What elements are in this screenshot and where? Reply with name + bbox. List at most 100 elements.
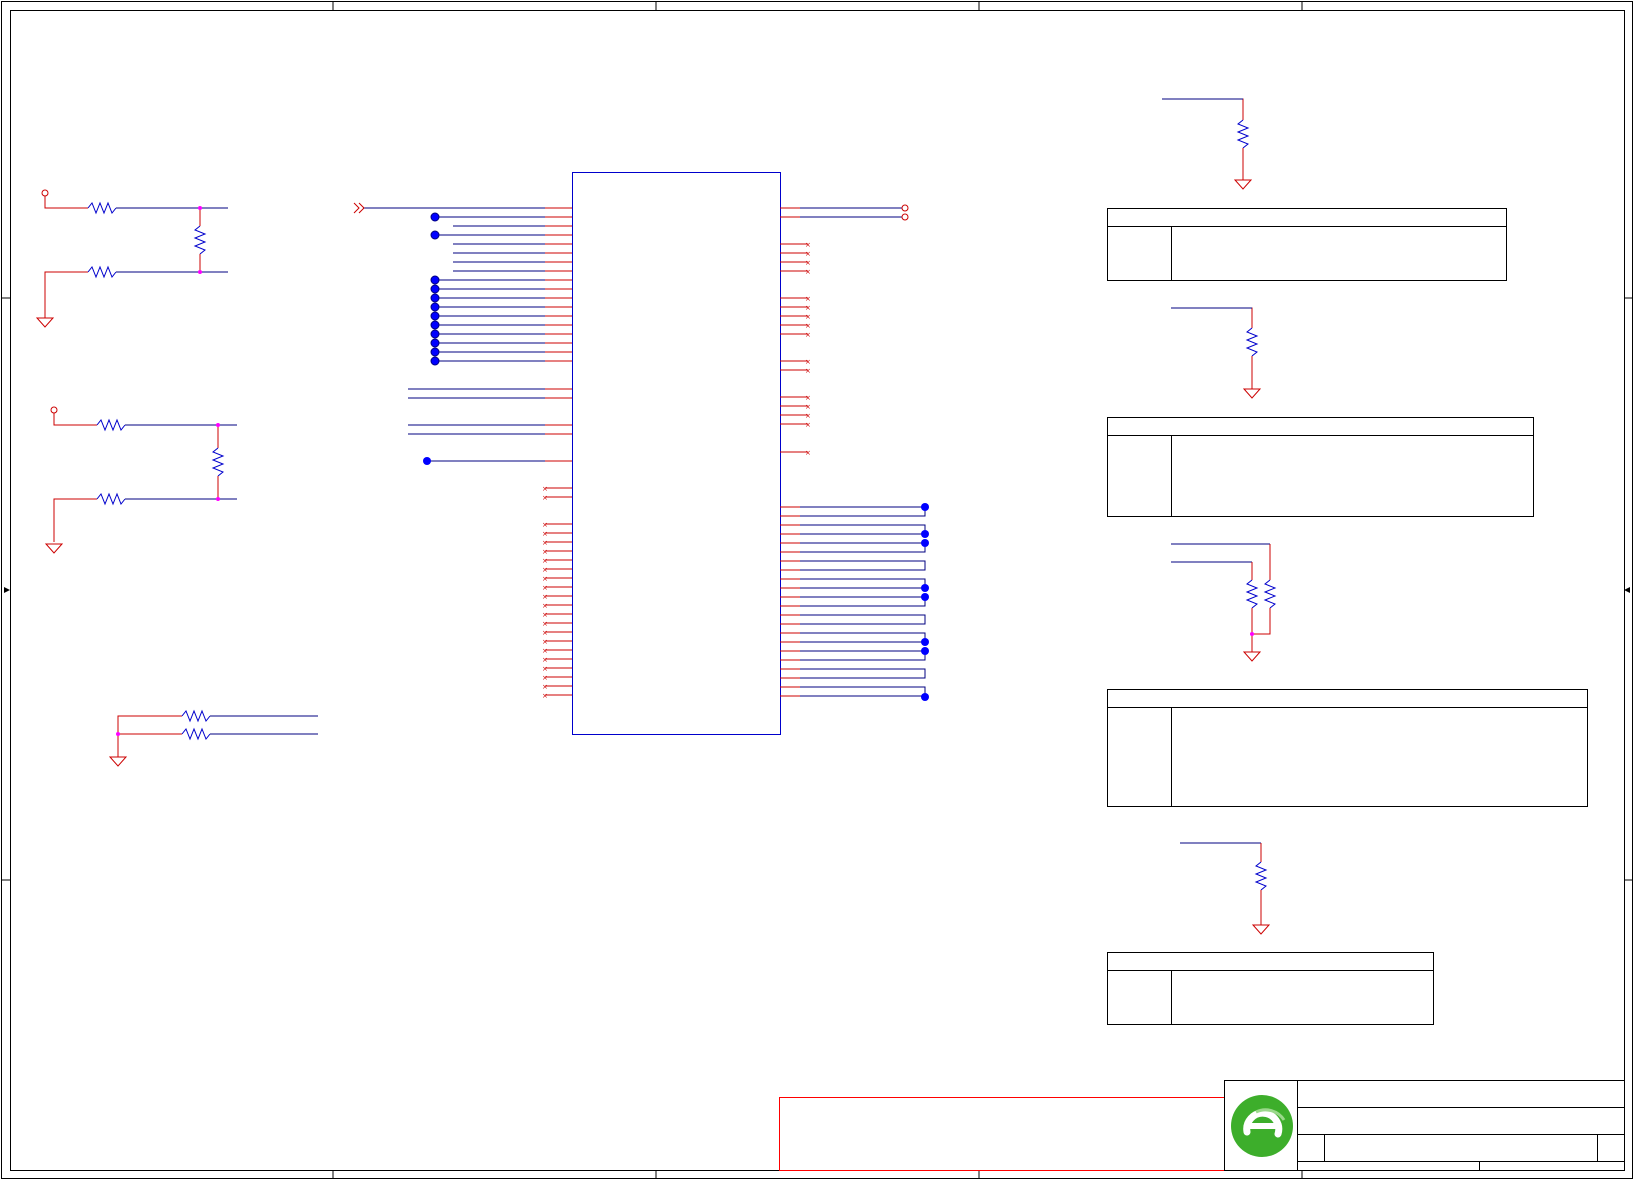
config-table-3 [1107,689,1588,807]
resistor-r6 [211,447,225,477]
main-ic: ×××××××××××××××××××××× ×××××××××××××××× [542,172,811,735]
strap-resistor-1 [1162,98,1253,190]
bias-network-3 [108,709,318,767]
no-connect-mark: × [542,647,548,655]
no-connect-mark: × [805,421,811,429]
no-connect-mark: × [805,313,811,321]
power-port [41,189,49,197]
ground-symbol [108,756,128,767]
junction-dot [430,212,440,222]
junction-dot [430,320,440,330]
no-connect-mark: × [542,629,548,637]
title-block [1224,1080,1625,1171]
junction-dot [430,329,440,339]
no-connect-mark: × [805,268,811,276]
loopback-net [780,524,926,535]
strap-resistor-3 [1171,543,1277,662]
no-connect-mark: × [542,620,548,628]
loopback-net [780,578,926,589]
no-connect-mark: × [542,575,548,583]
no-connect-mark: × [542,602,548,610]
junction-dot [423,457,431,465]
no-connect-mark: × [542,566,548,574]
junction-dot [430,275,440,285]
no-connect-mark: × [542,530,548,538]
no-connect-mark: × [542,485,548,493]
no-connect-mark: × [805,403,811,411]
junction-dot [1250,632,1254,636]
no-connect-mark: × [542,494,548,502]
ground-symbol [1251,924,1271,935]
no-connect-mark: × [805,304,811,312]
junction-dot [430,302,440,312]
loopback-net [780,650,926,661]
junction-dot [921,530,929,538]
no-connect-mark: × [805,250,811,258]
loopback-net [780,506,926,517]
no-connect-mark: × [805,322,811,330]
no-connect-mark: × [542,539,548,547]
no-connect-mark: × [542,674,548,682]
no-connect-mark: × [805,394,811,402]
loopback-net [780,560,926,571]
resistor [1254,861,1268,891]
bias-network-2 [44,406,237,554]
junction-dot [430,356,440,366]
resistor-r2 [87,265,117,279]
strap-resistor-4 [1180,842,1271,935]
no-connect-mark: × [805,241,811,249]
left-input-nets [353,202,545,465]
no-connect-mark: × [542,692,548,700]
junction-dot [216,423,220,427]
resistor [1263,579,1277,609]
no-connect-mark: × [542,584,548,592]
ground-symbol [1242,388,1262,399]
junction-dot [430,347,440,357]
resistor-r7 [181,709,211,723]
center-arrows [4,587,1630,593]
config-table-1 [1107,208,1507,281]
no-connect-mark: × [542,548,548,556]
junction-dot [198,206,202,210]
net-wire [44,196,88,209]
notes-box [779,1097,1225,1171]
ic-body [572,172,781,735]
power-port [50,406,58,414]
junction-dot [921,539,929,547]
loopback-net [780,632,926,643]
no-connect-mark: × [805,295,811,303]
junction-dot [921,647,929,655]
junction-dot [116,732,120,736]
ground-symbol [1242,651,1262,662]
ground-symbol [44,543,64,554]
no-connect-mark: × [542,611,548,619]
no-connect-mark: × [805,412,811,420]
loopback-net [780,668,926,679]
ground-symbol [1233,179,1253,190]
ground-symbol [35,317,55,328]
no-connect-mark: × [805,449,811,457]
junction-dot [921,584,929,592]
config-table-2 [1107,417,1534,517]
no-connect-mark: × [805,367,811,375]
no-connect-mark: × [542,521,548,529]
green-swirl-logo [1231,1095,1293,1157]
junction-dot [921,693,929,701]
output-port [901,204,909,212]
no-connect-mark: × [542,638,548,646]
right-output-nets [780,204,929,701]
junction-dot [430,311,440,321]
junction-dot [198,270,202,274]
net-wire [44,271,88,312]
resistor-r5 [96,492,126,506]
resistor [1245,579,1259,609]
loopback-net [780,686,926,697]
resistor-r8 [181,727,211,741]
loopback-net [780,596,926,607]
no-connect-mark: × [542,557,548,565]
junction-dot [430,284,440,294]
resistor-r3 [193,225,207,255]
no-connect-mark: × [542,656,548,664]
input-port-arrow [353,202,360,214]
